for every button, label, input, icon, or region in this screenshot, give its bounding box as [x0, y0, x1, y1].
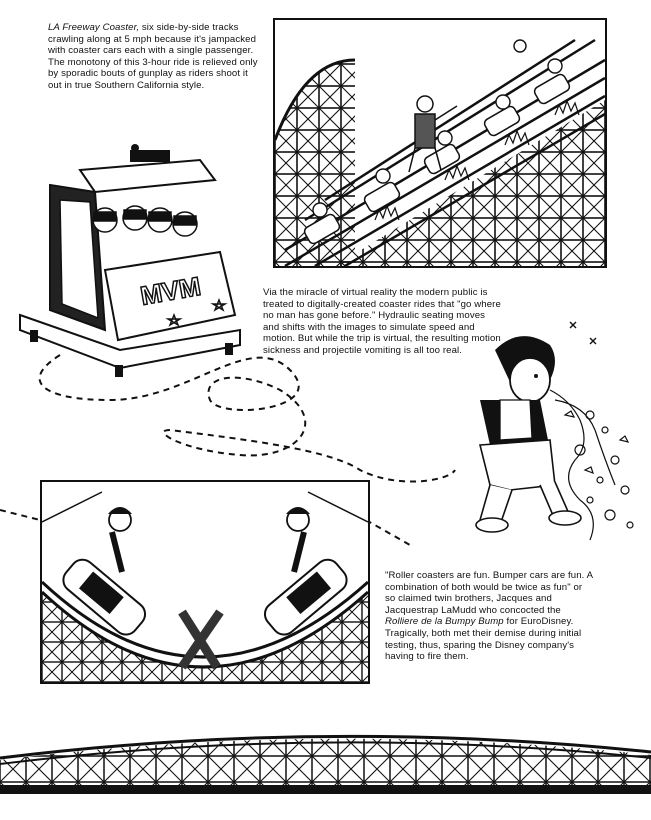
bumpy-bump-illustration — [42, 491, 368, 682]
freeway-coaster-panel — [273, 18, 607, 268]
bumpy-bump-caption: "Roller coasters are fun. Bumper cars ar… — [385, 570, 595, 663]
bumpy-bump-panel — [40, 480, 370, 684]
freeway-coaster-title: LA Freeway Coaster, — [48, 22, 140, 33]
bottom-coaster-track — [0, 734, 651, 794]
freeway-coaster-body: six side-by-side tracks crawling along a… — [48, 22, 258, 91]
bumpy-bump-body-2: for EuroDisney. Tragically, both met the… — [385, 616, 582, 663]
vr-simulator-illustration: MVM — [19, 144, 241, 377]
sick-rider-illustration — [475, 321, 634, 541]
bumpy-bump-ride-name: Rolliere de la Bumpy Bump — [385, 616, 504, 628]
freeway-coaster-illustration — [275, 38, 605, 266]
virtual-reality-caption: Via the miracle of virtual reality the m… — [263, 287, 503, 357]
bumpy-bump-body-1: "Roller coasters are fun. Bumper cars ar… — [385, 570, 593, 616]
freeway-coaster-caption: LA Freeway Coaster, six side-by-side tra… — [48, 22, 258, 92]
virtual-reality-body: Via the miracle of virtual reality the m… — [263, 287, 501, 356]
